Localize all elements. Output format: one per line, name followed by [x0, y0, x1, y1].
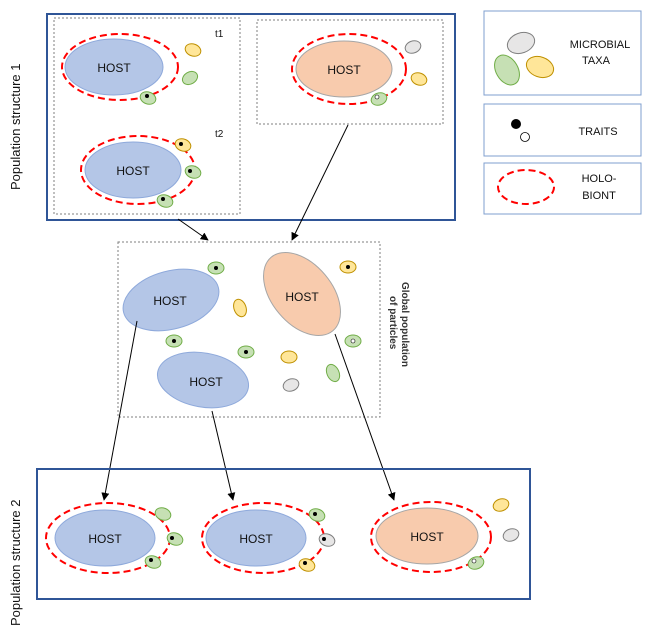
microbe-yellow	[280, 350, 298, 364]
global-population-label-2: of particles	[387, 296, 398, 350]
microbe-grey	[404, 40, 422, 54]
population-structure-1-label: Population structure 1	[8, 64, 23, 190]
legend-trait-filled	[511, 119, 521, 129]
trait-filled	[188, 169, 192, 173]
arrow-to-global-left	[177, 218, 209, 241]
trait-empty	[374, 94, 380, 100]
global-population-box	[117, 241, 381, 418]
microbe-yellow	[298, 558, 316, 572]
legend-microbial-label-1: MICROBIAL	[570, 39, 631, 51]
trait-filled	[145, 94, 149, 98]
microbe-grey	[282, 378, 300, 392]
host-shape	[156, 351, 250, 409]
microbe-grey	[502, 528, 520, 542]
legend-holobiont-box	[483, 162, 642, 215]
trait-filled	[161, 197, 165, 201]
microbe-grey	[318, 533, 336, 547]
trait-filled	[170, 536, 174, 540]
microbe-green	[467, 556, 485, 570]
population-structure-1-frame	[46, 13, 456, 221]
trait-empty	[471, 558, 477, 564]
host-shape	[375, 507, 479, 565]
microbe-green	[184, 165, 202, 179]
trait-empty	[350, 338, 356, 344]
microbe-yellow	[184, 43, 202, 57]
population-structure-2-label: Population structure 2	[8, 500, 23, 626]
global-host-orange: HOST	[263, 251, 341, 337]
host-shape	[84, 141, 182, 199]
holobiont-outline	[61, 33, 179, 101]
global-host-bottom: HOST	[156, 351, 250, 409]
trait-filled	[322, 537, 326, 541]
legend-microbe-yellow	[525, 55, 555, 79]
host-shape	[122, 268, 220, 332]
holobiont-outline	[291, 33, 407, 105]
legend-holobiont-label-2: BIONT	[582, 190, 616, 202]
microbe-green	[181, 70, 199, 86]
t1-label: t1	[215, 29, 224, 40]
microbe-green	[139, 91, 157, 105]
holobiont-t2: HOST	[80, 135, 202, 208]
holobiont-outline	[370, 501, 492, 573]
host-label: HOST	[153, 294, 187, 308]
microbe-yellow	[233, 298, 247, 318]
legend-traits-label: TRAITS	[578, 126, 617, 138]
legend-holobiont-outline	[497, 169, 555, 205]
host-label: HOST	[97, 61, 131, 75]
microbe-green	[308, 508, 326, 522]
host-label: HOST	[189, 375, 223, 389]
microbe-yellow	[492, 498, 510, 512]
group-t-box	[53, 17, 241, 215]
host-shape	[295, 40, 393, 98]
arrow-to-structure2-right	[334, 333, 396, 501]
host-label: HOST	[239, 532, 273, 546]
microbe-green	[325, 363, 341, 383]
legend-microbial-box	[483, 10, 642, 96]
population-structure-2-frame	[36, 468, 531, 600]
microbe-green	[370, 92, 388, 106]
arrow-to-structure2-left	[101, 320, 138, 501]
host-shape	[54, 509, 156, 567]
holobiont-structure2-left: HOST	[45, 502, 184, 574]
global-population-label-1: Global population	[399, 282, 410, 367]
legend-trait-empty	[520, 132, 530, 142]
trait-filled	[346, 265, 350, 269]
trait-filled	[313, 512, 317, 516]
arrow-to-structure2-middle	[211, 410, 236, 501]
trait-filled	[179, 142, 183, 146]
legend-microbe-green	[494, 54, 520, 86]
host-label: HOST	[285, 290, 319, 304]
microbe-green	[166, 532, 184, 546]
microbe-green	[156, 194, 174, 208]
host-label: HOST	[410, 530, 444, 544]
group-orange-box	[256, 19, 444, 125]
arrow-to-global-right	[291, 124, 349, 241]
t2-label: t2	[215, 129, 224, 140]
legend-holobiont-label-1: HOLO-	[582, 173, 617, 185]
legend-traits-box	[483, 103, 642, 157]
microbe-green	[154, 507, 172, 521]
host-label: HOST	[88, 532, 122, 546]
trait-filled	[172, 339, 176, 343]
microbe-yellow	[174, 138, 192, 152]
microbe-green	[144, 555, 162, 569]
host-label: HOST	[327, 63, 361, 77]
trait-filled	[149, 558, 153, 562]
legend-microbial-label-2: TAXA	[582, 55, 611, 67]
global-host-left: HOST	[122, 268, 220, 332]
holobiont-structure2-middle: HOST	[201, 502, 336, 574]
holobiont-orange-top: HOST	[291, 33, 407, 106]
host-label: HOST	[116, 164, 150, 178]
host-shape	[263, 251, 341, 337]
trait-filled	[244, 350, 248, 354]
host-shape	[205, 509, 307, 567]
holobiont-structure2-right: HOST	[370, 501, 492, 573]
trait-filled	[214, 266, 218, 270]
holobiont-t1: HOST	[61, 33, 179, 105]
trait-filled	[303, 561, 307, 565]
host-shape	[64, 38, 164, 96]
microbe-yellow	[410, 72, 428, 86]
legend-microbe-grey	[506, 31, 536, 55]
